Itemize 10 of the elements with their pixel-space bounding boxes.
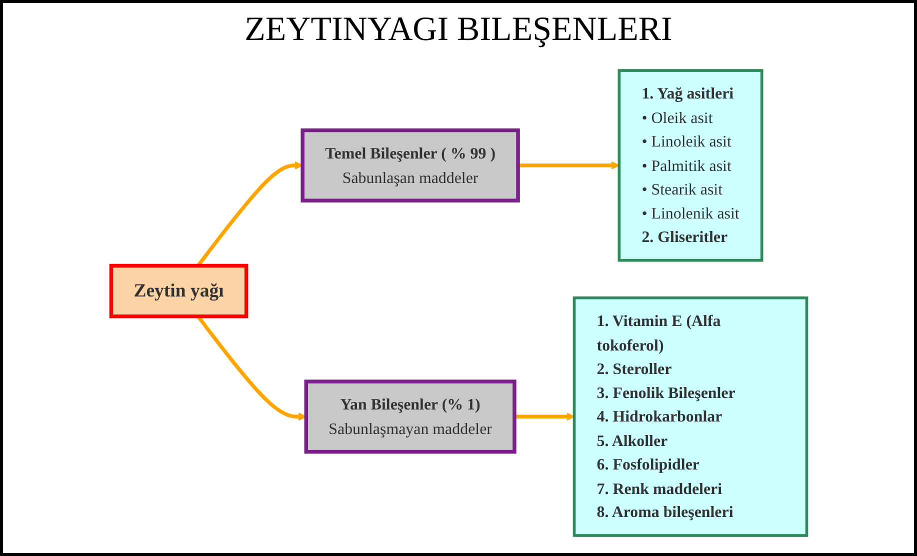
arrow [196,315,306,421]
node-box: Zeytin yağı [108,264,248,318]
node-box: 1. Vitamin E (Alfa tokoferol) 2. Steroller 3. Fenolik Bileşenler 4. Hidrokarbonlar 5. Alkoller 6. Fosfolipidler 7. Renk maddeleri 8. Aroma bileşenleri [572,296,808,537]
node-box: Temel Bileşenler ( % 99 ) Sabunlaşan maddeler [300,128,520,202]
arrow [196,161,302,267]
node-box: Yan Bileşenler (% 1) Sabunlaşmayan maddeler [304,380,516,454]
node-box: 1. Yağ asitleri • Oleik asit • Linoleik asit • Palmitik asit • Stearik asit • Linolenik asit 2. Gliseritler [617,69,763,262]
arrow [518,161,620,170]
diagram-title: ZEYTINYAGI BILEŞENLERI [244,11,672,49]
arrow [514,412,574,421]
